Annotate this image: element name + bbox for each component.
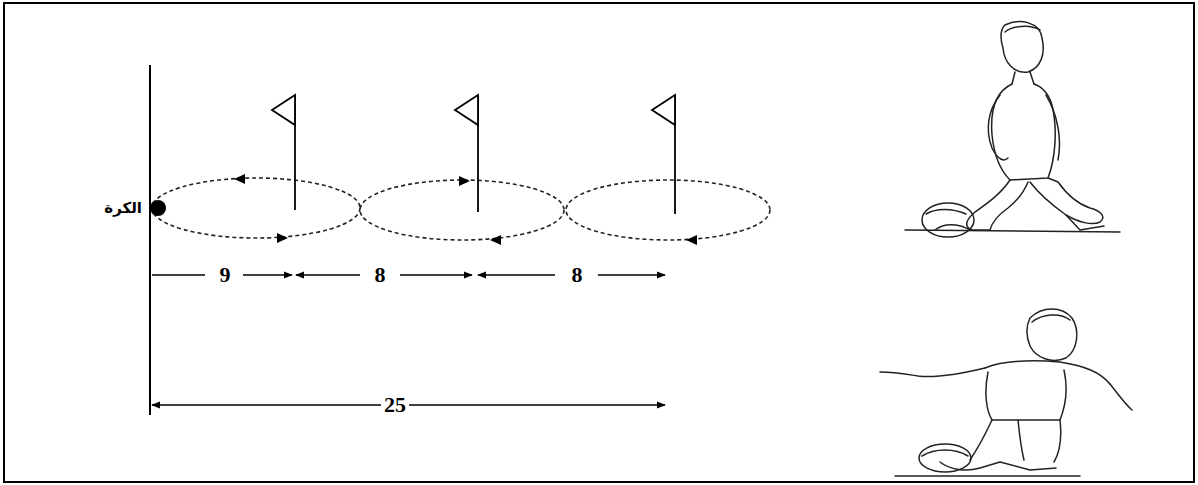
dimension-label: 8 — [372, 263, 389, 287]
ball — [150, 200, 166, 216]
start-line — [149, 65, 151, 415]
player-figure — [880, 309, 1132, 476]
dimension-label: 8 — [569, 263, 586, 287]
player-figure — [905, 22, 1120, 237]
flags — [272, 95, 675, 214]
dimension-label: 25 — [381, 393, 409, 417]
direction-arrows — [234, 174, 697, 245]
dribble-path — [152, 178, 770, 240]
ball-label: الكرة — [104, 200, 142, 217]
dimension-lines — [152, 275, 665, 405]
frame — [4, 3, 1194, 482]
dimension-label: 9 — [217, 263, 234, 287]
